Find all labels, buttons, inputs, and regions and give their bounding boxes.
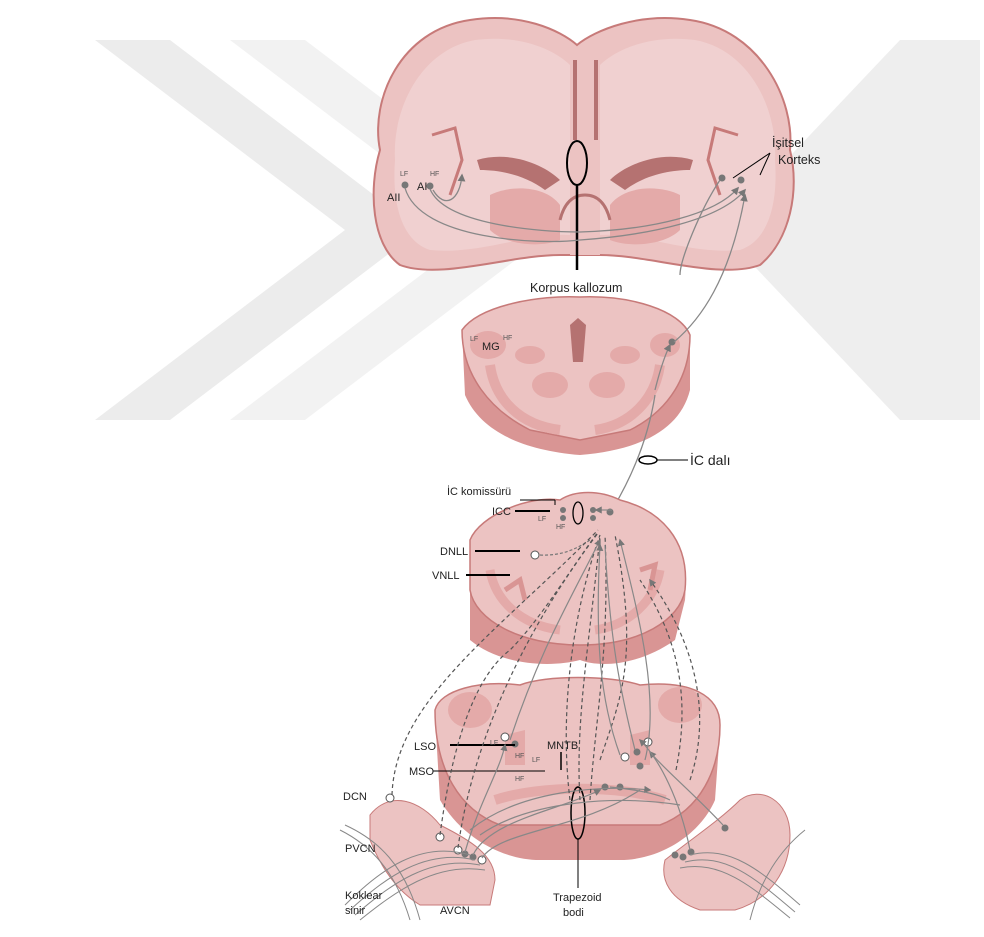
label-lso: LSO xyxy=(414,741,436,753)
label-auditory-cortex-1: İşitsel xyxy=(772,136,804,150)
label-hf-mg: HF xyxy=(503,335,512,342)
label-dcn: DCN xyxy=(343,791,367,803)
label-lf-mso: LF xyxy=(532,757,540,764)
label-cochlear-nerve-2: sinir xyxy=(345,905,366,917)
label-avcn: AVCN xyxy=(440,905,470,917)
label-auditory-cortex-2: Korteks xyxy=(778,153,820,167)
label-trapezoid-1: Trapezoid xyxy=(553,892,602,904)
label-lf-ic: LF xyxy=(538,516,546,523)
label-lf-mg: LF xyxy=(470,336,478,343)
label-dnll: DNLL xyxy=(440,546,468,558)
label-corpus-callosum: Korpus kallozum xyxy=(530,281,622,295)
label-aii: AII xyxy=(387,192,400,204)
label-pvcn: PVCN xyxy=(345,843,376,855)
label-mg: MG xyxy=(482,341,500,353)
label-ai: AI xyxy=(417,181,427,193)
label-mntb: MNTB xyxy=(547,740,578,752)
label-ic-branch: İC dalı xyxy=(690,451,730,468)
label-mso: MSO xyxy=(409,766,435,778)
label-trapezoid-2: bodi xyxy=(563,907,584,919)
label-hf-mso: HF xyxy=(515,776,524,783)
label-vnll: VNLL xyxy=(432,570,460,582)
label-hf-ic: HF xyxy=(556,524,565,531)
label-ic-commissure: İC komissürü xyxy=(447,485,511,498)
brain-coronal-section xyxy=(374,18,794,275)
label-hf-lso: HF xyxy=(515,753,524,760)
label-lf-lso: LF xyxy=(490,740,498,747)
label-cochlear-nerve-1: Koklear xyxy=(345,890,383,902)
label-hf-cortex: HF xyxy=(430,171,439,178)
inferior-colliculus-section xyxy=(466,493,686,664)
label-icc: ICC xyxy=(492,506,511,518)
label-lf-cortex: LF xyxy=(400,171,408,178)
